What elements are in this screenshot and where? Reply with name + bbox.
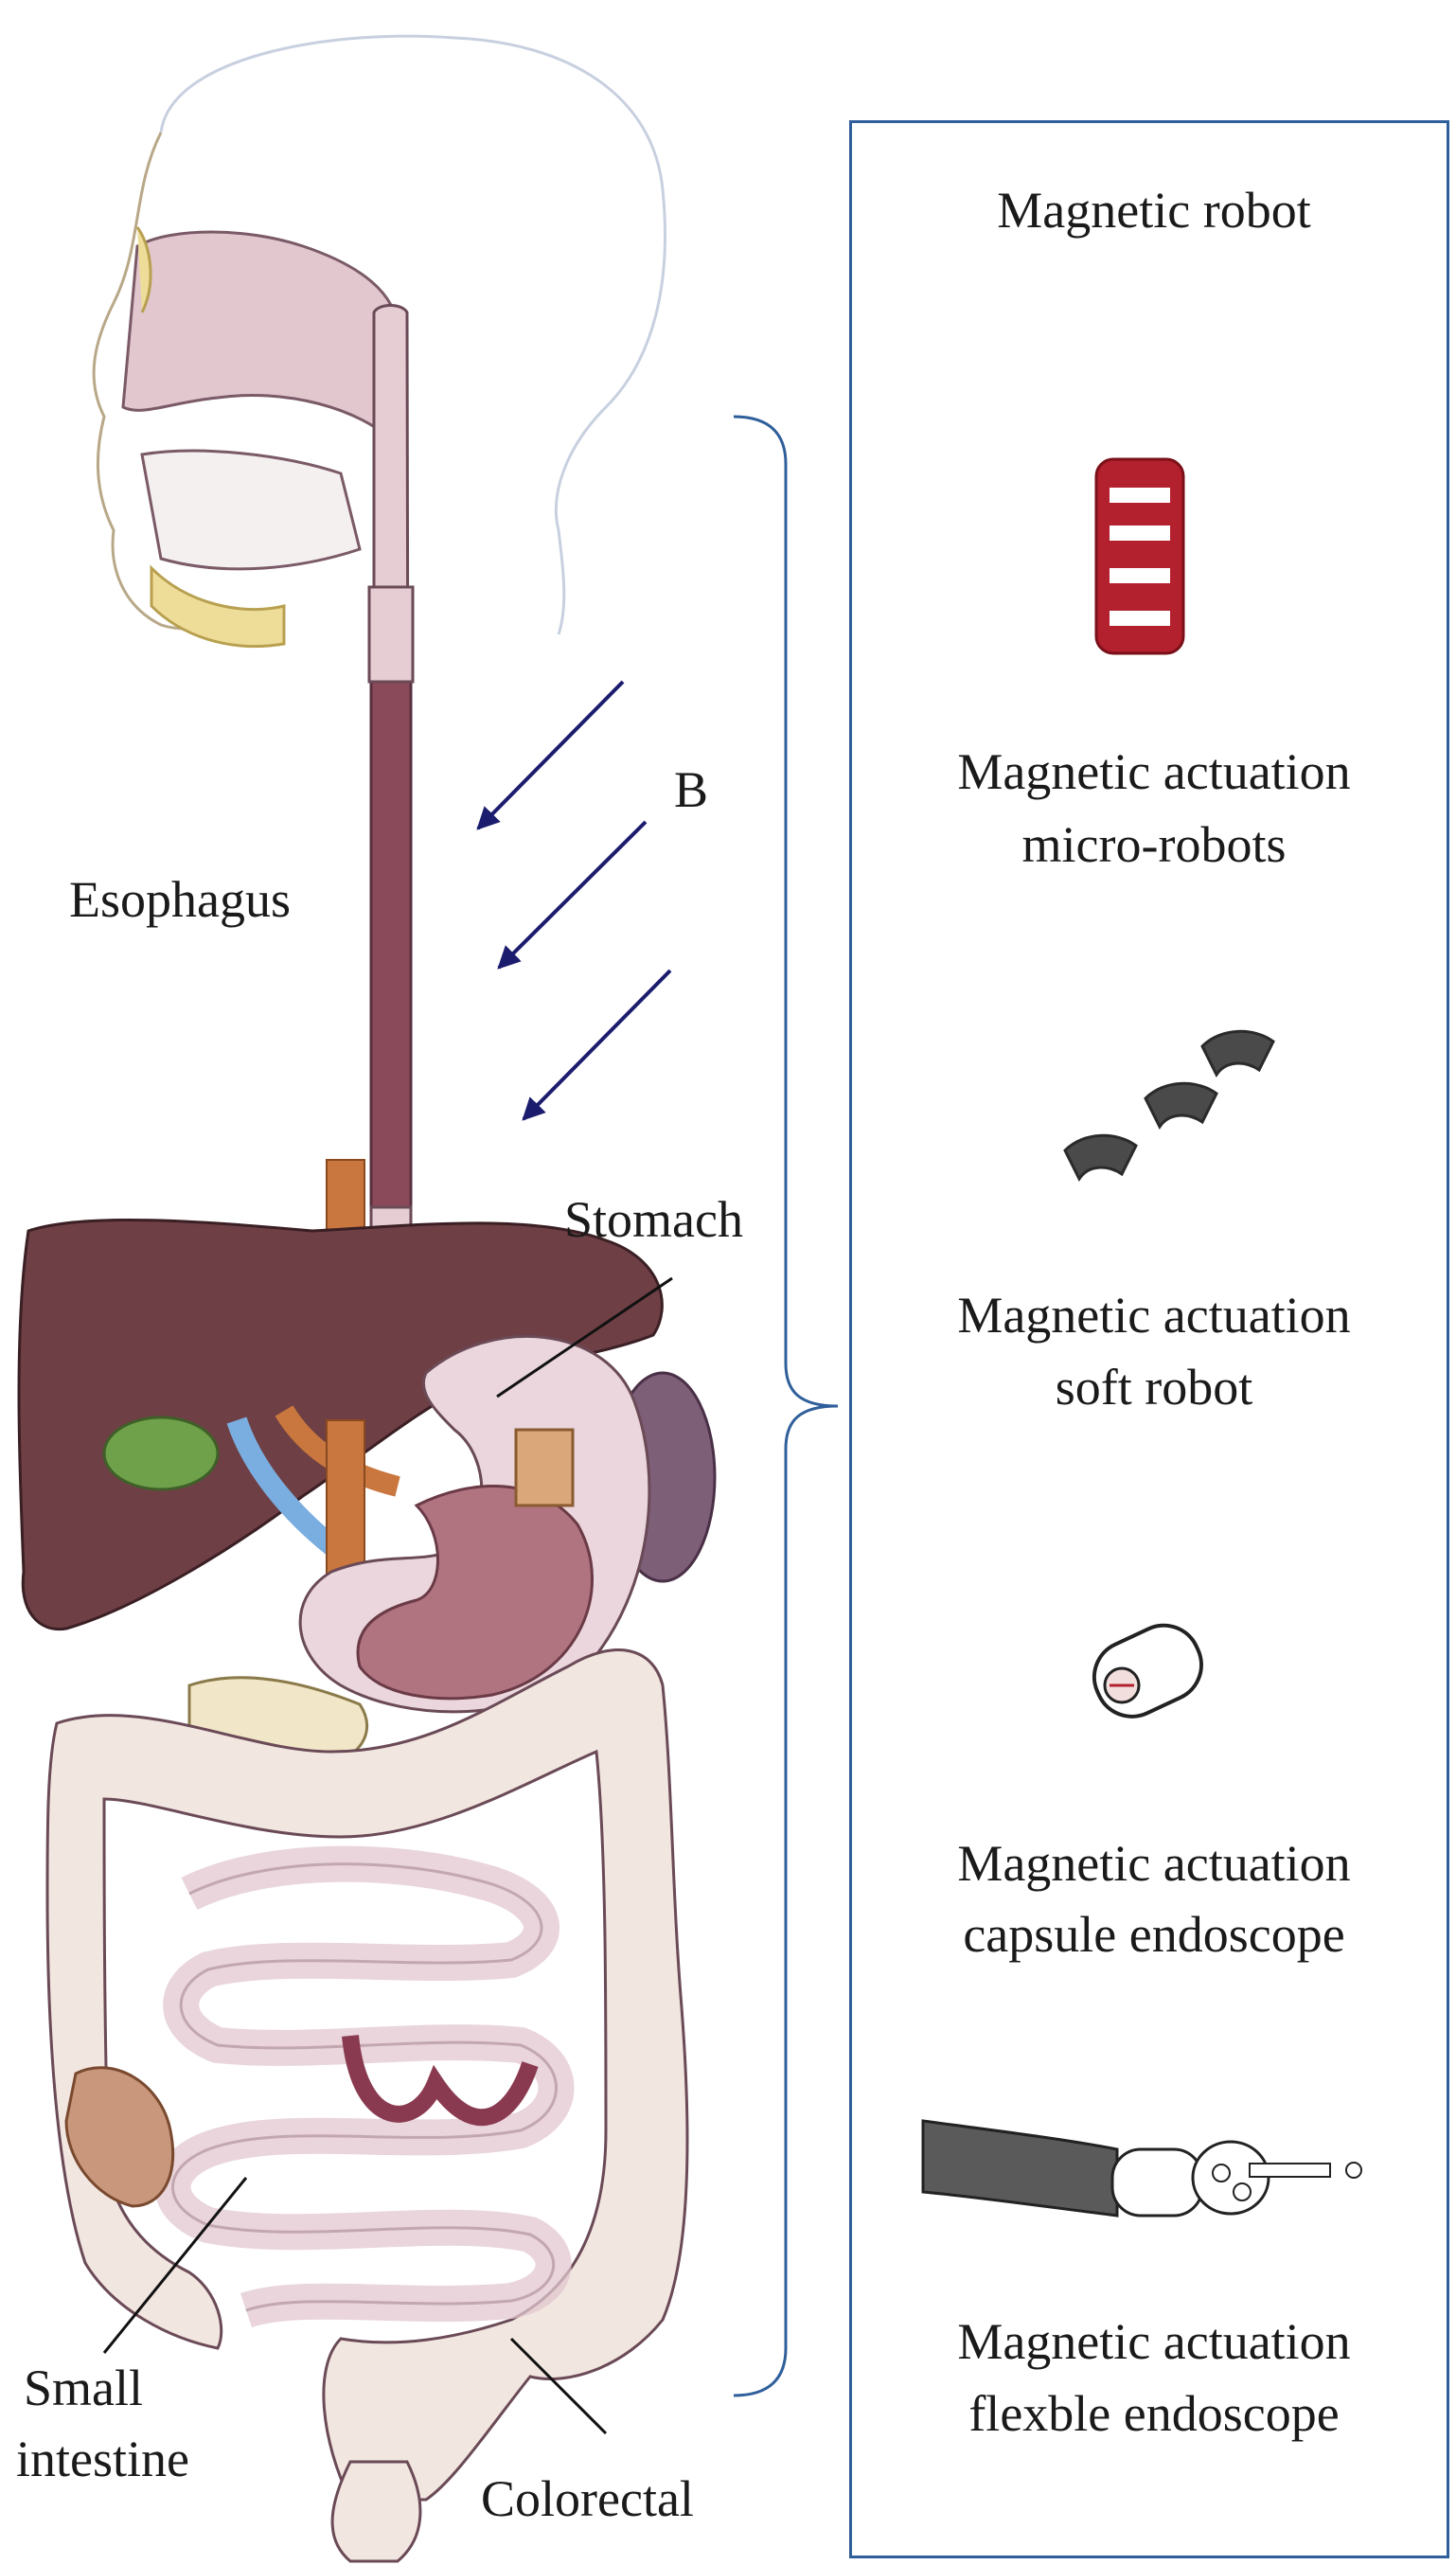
large-intestine [45, 1648, 689, 2502]
small-intestine-label-line1: Small [24, 2360, 144, 2416]
panel-title: Magnetic robot [997, 182, 1311, 239]
stomach-leader-line [496, 1276, 673, 1398]
leader-lines [102, 1276, 673, 2435]
brace [733, 415, 839, 2397]
colorectal-leader-line [509, 2337, 608, 2435]
item-flexible-endoscope-line2: flexble endoscope [968, 2385, 1340, 2442]
item-soft-robot-line2: soft robot [1055, 1359, 1253, 1416]
small-intestine-label-line2: intestine [16, 2431, 189, 2487]
item-soft-robot-line1: Magnetic actuation [957, 1287, 1351, 1344]
gallbladder [102, 1416, 220, 1491]
colorectal-label: Colorectal [481, 2470, 694, 2527]
capsule-endoscope-icon [1092, 1623, 1203, 1719]
soft-robot-icon [1063, 1029, 1275, 1182]
magnetic-robot-panel [849, 120, 1449, 2558]
field-arrow-2 [497, 820, 648, 970]
magnetic-field-arrows [476, 680, 672, 1121]
stomach-label: Stomach [564, 1191, 743, 1248]
small-intestine [154, 1845, 575, 2328]
appendix [64, 2066, 175, 2208]
micro-robot-icon [1094, 457, 1185, 655]
pancreas-segment [514, 1428, 575, 1507]
blood-vessels [226, 1405, 400, 1592]
item-flexible-endoscope-line1: Magnetic actuation [957, 2313, 1351, 2370]
small-intestine-leader-line [102, 2177, 248, 2354]
esophagus-tube [326, 304, 415, 1256]
item-micro-robots-line2: micro-robots [1021, 816, 1287, 873]
item-micro-robots-line1: Magnetic actuation [957, 743, 1351, 800]
field-arrow-1 [476, 680, 625, 830]
rectum [330, 2460, 422, 2563]
item-capsule-endoscope-line2: capsule endoscope [963, 1906, 1345, 1963]
field-label: B [674, 761, 709, 818]
head-illustration [92, 34, 666, 649]
item-capsule-endoscope-line1: Magnetic actuation [957, 1835, 1351, 1892]
esophagus-label: Esophagus [69, 871, 291, 928]
flexible-endoscope-icon [921, 2119, 1362, 2218]
field-arrow-3 [522, 969, 672, 1121]
